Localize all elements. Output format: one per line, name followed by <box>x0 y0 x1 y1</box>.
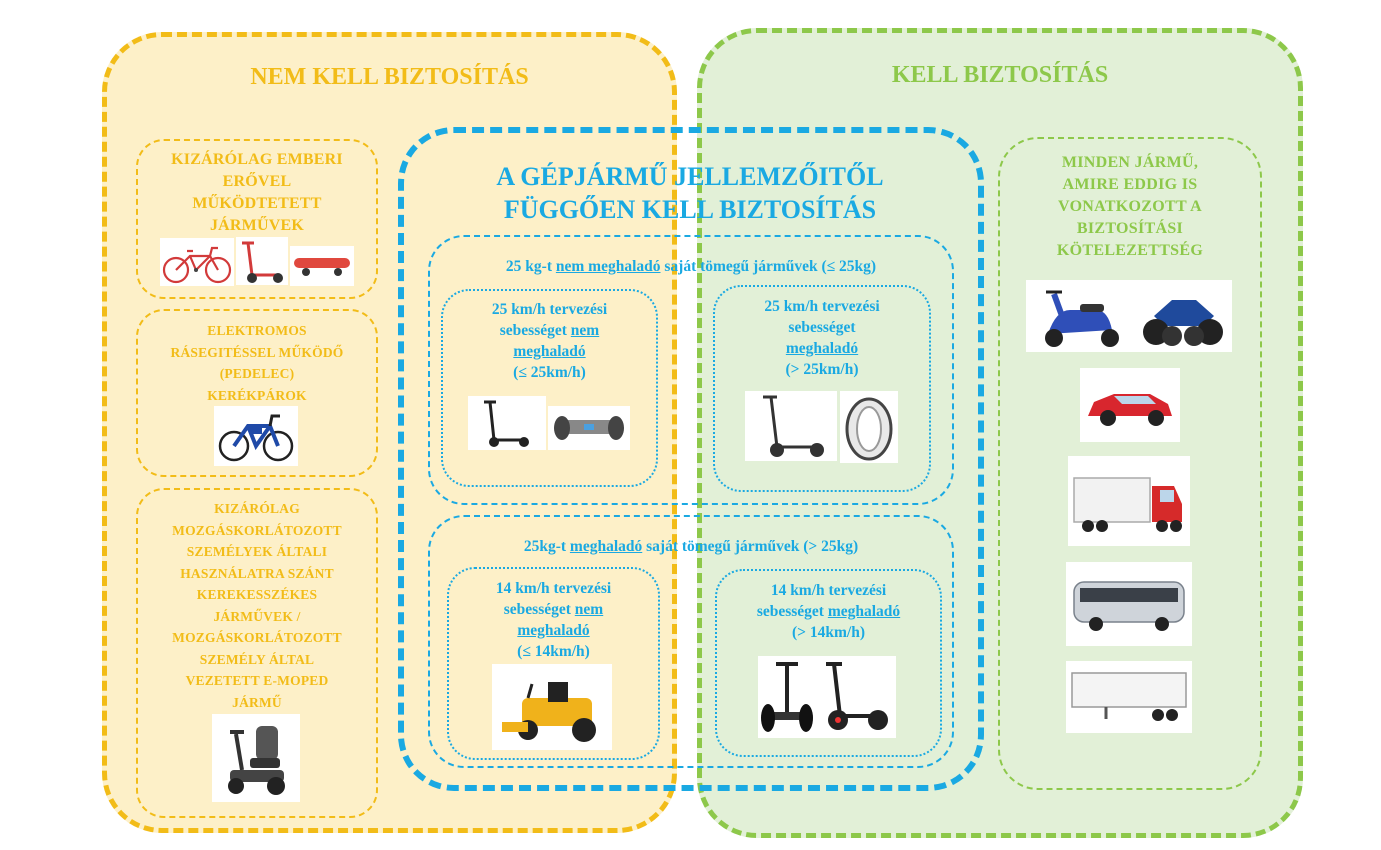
insurance-required-title: KELL BIZTOSÍTÁS <box>891 62 1109 88</box>
heavy-fast-label: 14 km/h tervezési sebességet meghaladó (… <box>756 582 901 641</box>
monowheel-icon <box>840 391 898 463</box>
human-powered-box <box>136 139 378 299</box>
heavy-fast-box <box>715 569 942 757</box>
light-vehicles-box <box>428 235 954 505</box>
conditional-insurance-title: A GÉPJÁRMŰ JELLEMZŐITŐL FÜGGŐEN KELL BIZ… <box>496 162 884 224</box>
conditional-insurance-zone <box>398 127 984 791</box>
e-scooter-icon <box>745 391 837 461</box>
bus-icon <box>1066 562 1192 646</box>
all-vehicles-box <box>998 137 1262 790</box>
mobility-vehicles-label: KIZÁRÓLAG MOZGÁSKORLÁTOZOTT SZEMÉLYEK ÁL… <box>172 501 342 710</box>
no-insurance-title: NEM KELL BIZTOSÍTÁS <box>250 64 529 90</box>
heavy-slow-label: 14 km/h tervezési sebességet nem meghala… <box>495 580 612 660</box>
mobility-scooter-icon <box>212 714 300 802</box>
all-vehicles-label: MINDEN JÁRMŰ, AMIRE EDDIG IS VONATKOZOTT… <box>1056 154 1204 259</box>
truck-icon <box>1068 456 1190 546</box>
human-powered-label: KIZÁRÓLAG EMBERI ERŐVEL MŰKÖDTETETT JÁRM… <box>171 151 343 234</box>
light-vehicles-header: 25 kg-t nem meghaladó saját tömegű jármű… <box>505 258 877 275</box>
motor-scooter-icon <box>1026 280 1134 352</box>
pedelec-label: ELEKTROMOS RÁSEGITÉSSEL MŰKÖDŐ (PEDELEC)… <box>170 323 344 403</box>
heavy-slow-box <box>447 567 660 760</box>
atv-icon <box>1134 280 1232 352</box>
bicycle-icon <box>160 238 234 286</box>
e-bike-icon <box>214 406 298 466</box>
ride-on-mower-icon <box>492 664 612 750</box>
heavy-vehicles-header: 25kg-t meghaladó saját tömegű járművek (… <box>523 538 859 555</box>
kick-scooter-icon <box>236 237 288 285</box>
hoverboard-icon <box>548 406 630 450</box>
e-scooter-icon <box>468 396 546 450</box>
segway-icon <box>758 656 816 738</box>
skateboard-icon <box>290 246 354 286</box>
light-slow-box <box>441 289 658 487</box>
car-icon <box>1080 368 1180 442</box>
light-slow-label: 25 km/h tervezési sebességet nem meghala… <box>491 301 608 381</box>
pedelec-box <box>136 309 378 477</box>
light-fast-label: 25 km/h tervezési sebességet meghaladó (… <box>764 298 880 378</box>
light-fast-box <box>713 285 931 492</box>
e-scooter-icon <box>816 656 896 738</box>
mobility-vehicles-box <box>136 488 378 818</box>
heavy-vehicles-box <box>428 515 954 768</box>
trailer-icon <box>1066 661 1192 733</box>
